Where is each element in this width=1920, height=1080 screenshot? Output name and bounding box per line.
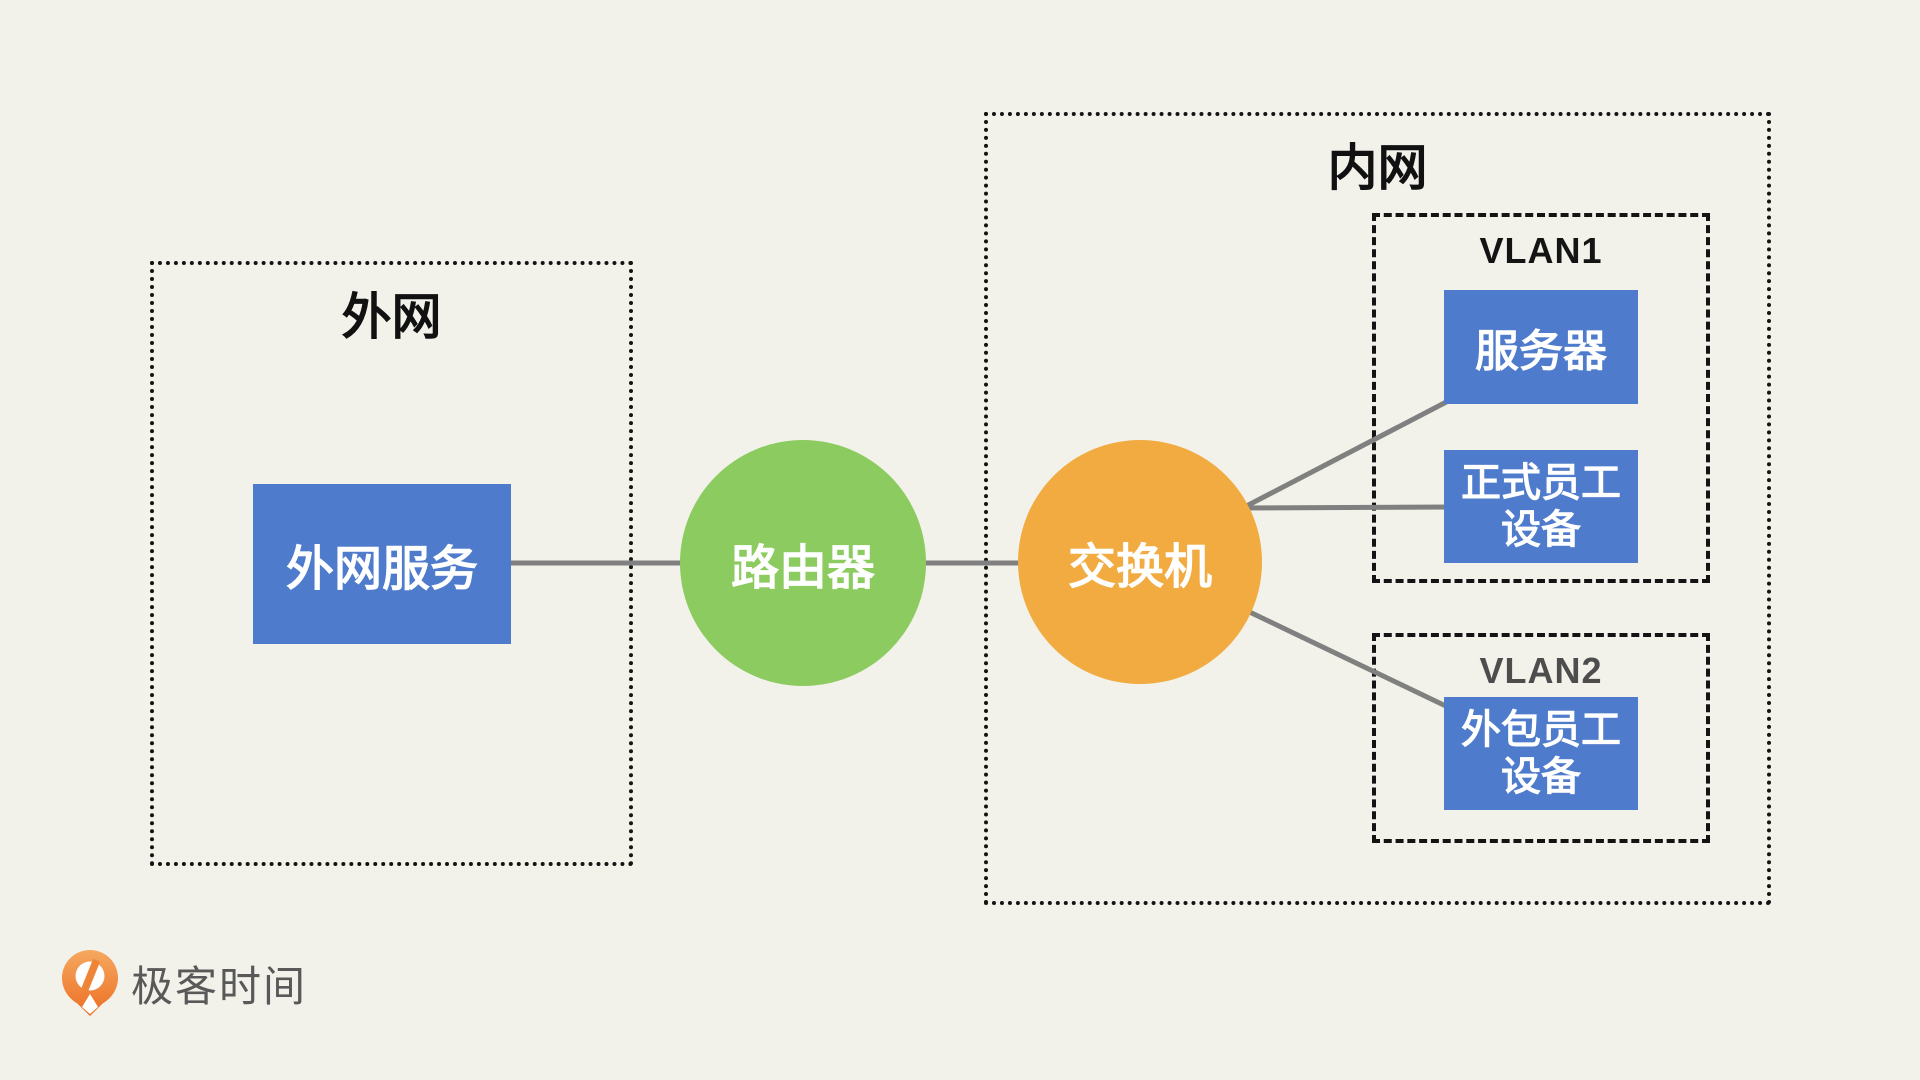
outsourced-devices-label-line1: 外包员工	[1461, 707, 1621, 752]
staff-devices-label-line1: 正式员工	[1461, 460, 1621, 505]
external-service-node: 外网服务	[253, 484, 511, 644]
edge-switch-outsourced-devices	[1233, 602, 1454, 712]
edge-switch-server	[1233, 396, 1454, 515]
brand-footer: 极客时间	[62, 950, 307, 1016]
geektime-pin-icon	[62, 950, 118, 1016]
edge-switch-staff-devices	[1234, 504, 1453, 511]
switch-label: 交换机	[1067, 541, 1212, 594]
internal-network-zone: 内网	[984, 112, 1771, 905]
vlan2-label: VLAN2	[1479, 650, 1603, 691]
switch-node: 交换机	[1018, 440, 1262, 684]
external-network-label: 外网	[341, 289, 442, 345]
outsourced-devices-node: 外包员工 设备	[1444, 697, 1638, 810]
vlan2-zone: VLAN2	[1372, 633, 1710, 843]
external-service-label: 外网服务	[285, 543, 478, 596]
brand-name: 极客时间	[131, 962, 308, 1010]
internal-network-label: 内网	[1327, 140, 1428, 196]
vlan1-label: VLAN1	[1479, 230, 1603, 271]
outsourced-devices-label-line2: 设备	[1501, 754, 1581, 799]
staff-devices-node: 正式员工 设备	[1444, 450, 1638, 563]
router-label: 路由器	[730, 542, 875, 595]
vlan1-zone: VLAN1	[1372, 213, 1710, 583]
server-node: 服务器	[1444, 290, 1638, 404]
server-label: 服务器	[1475, 327, 1607, 376]
router-node: 路由器	[680, 440, 926, 686]
staff-devices-label-line2: 设备	[1501, 507, 1581, 552]
